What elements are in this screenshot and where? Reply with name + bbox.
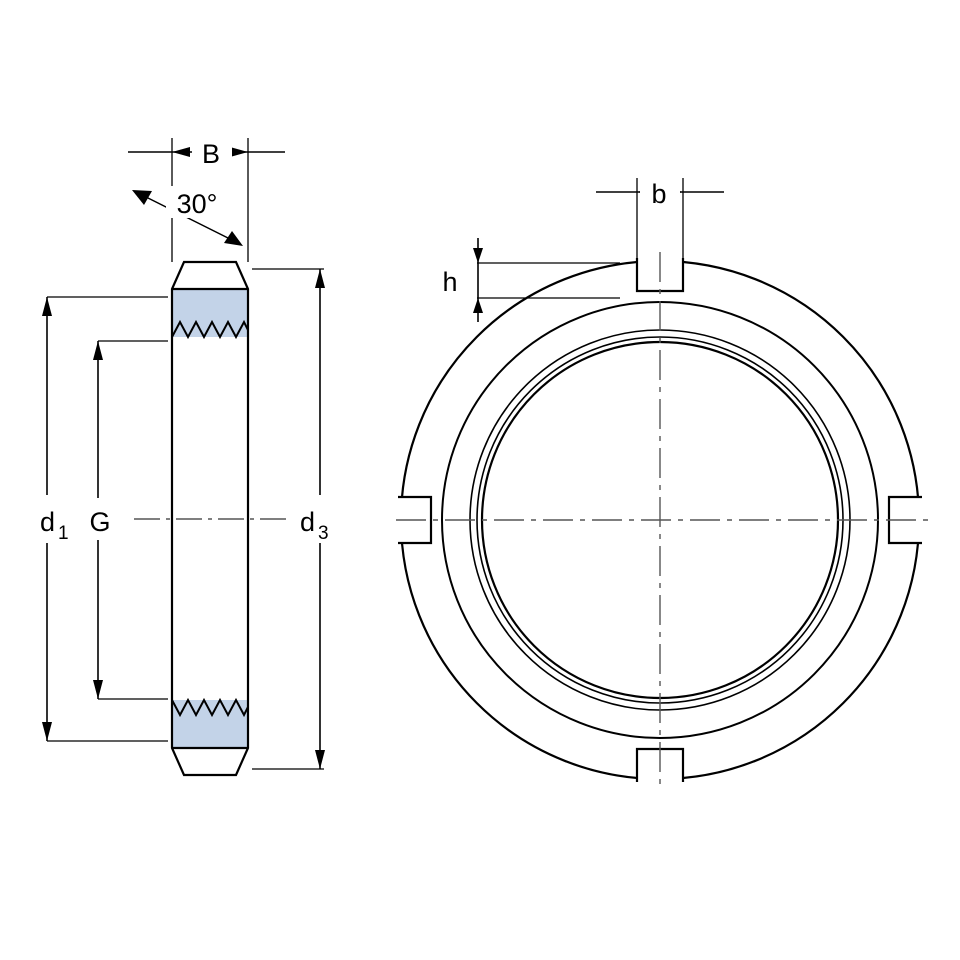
arrow-d3-top [315, 269, 325, 288]
label-bg-30deg [166, 186, 228, 218]
thread-profile-top [171, 319, 249, 340]
arrow-d1-top [42, 297, 52, 316]
dimension-30deg: 30° [132, 186, 243, 246]
arrow-30deg-start [132, 190, 152, 205]
label-d3: d [300, 507, 315, 537]
dimension-b: b [596, 173, 724, 258]
front-centerlines [396, 252, 930, 790]
dimension-B: B [128, 132, 285, 262]
label-d1: d [40, 507, 55, 537]
dimension-h: h [430, 238, 620, 322]
leader-30deg [143, 195, 239, 244]
arrow-G-bottom [93, 680, 103, 699]
dimension-G: G [82, 340, 168, 700]
label-b: b [651, 179, 666, 209]
label-bg-G [82, 498, 118, 540]
label-bg-d1 [26, 495, 78, 543]
label-d3-subscript: 3 [318, 523, 329, 544]
label-B: B [202, 139, 220, 169]
arrow-B-left [172, 147, 190, 157]
dimension-d3: d 3 [252, 268, 350, 770]
dimension-d1: d 1 [26, 296, 168, 742]
label-h: h [442, 267, 457, 297]
front-view: b h [395, 173, 930, 790]
label-30deg: 30° [177, 189, 218, 219]
arrow-h-bottom [473, 298, 483, 313]
thread-profile-bottom [171, 697, 249, 718]
arrow-B-right [230, 147, 248, 157]
arrow-h-top [473, 248, 483, 263]
arrow-d3-bottom [315, 750, 325, 769]
label-bg-b [640, 173, 680, 211]
label-bg-h [430, 261, 468, 299]
arrow-G-top [93, 341, 103, 360]
slot-left-outline [398, 495, 433, 545]
section-view: B 30° d 1 G [26, 132, 350, 777]
label-bg-d3 [296, 495, 350, 543]
arrow-d1-bottom [42, 722, 52, 741]
arrow-30deg-end [224, 231, 243, 246]
label-G: G [89, 507, 110, 537]
label-d1-subscript: 1 [58, 523, 69, 544]
label-bg-B [192, 132, 232, 170]
